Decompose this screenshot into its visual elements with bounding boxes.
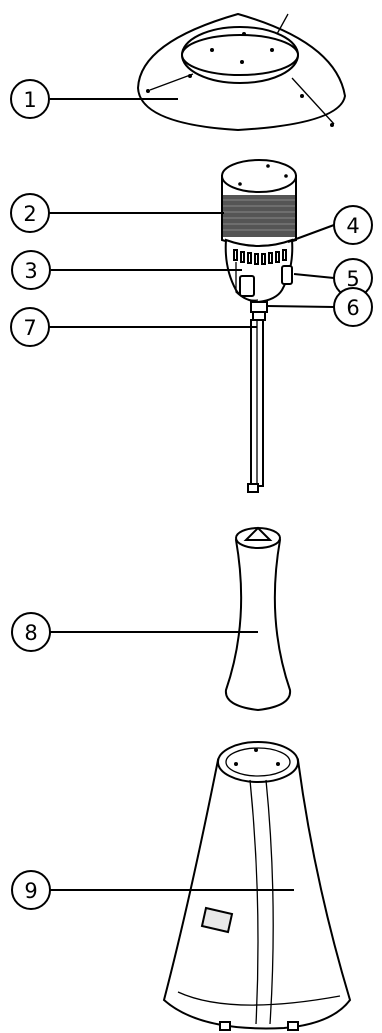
gas-pipe: [247, 319, 264, 493]
callout-9: 9: [11, 870, 51, 910]
igniter-knob: [281, 265, 293, 285]
callout-7: 7: [10, 307, 50, 347]
callout-2-label: 2: [23, 202, 36, 226]
base-housing: [162, 741, 352, 1031]
emitter-head: [221, 159, 297, 247]
callout-5-label: 5: [346, 267, 359, 291]
callout-2: 2: [10, 193, 50, 233]
leader-lines: [49, 98, 335, 891]
burner-vents: [233, 249, 287, 265]
callout-3: 3: [11, 250, 51, 290]
callout-1: 1: [10, 79, 50, 119]
callout-4-label: 4: [346, 214, 359, 238]
callout-4: 4: [333, 205, 373, 245]
callout-6-label: 6: [346, 296, 359, 320]
callout-7-label: 7: [23, 316, 36, 340]
callout-9-label: 9: [24, 879, 37, 903]
callout-6: 6: [333, 287, 373, 327]
reflector: [136, 12, 347, 132]
callout-8: 8: [11, 612, 51, 652]
callout-3-label: 3: [24, 259, 37, 283]
upper-post: [224, 526, 292, 712]
callout-1-label: 1: [23, 88, 36, 112]
hose-connector: [250, 301, 268, 321]
callout-8-label: 8: [24, 621, 37, 645]
